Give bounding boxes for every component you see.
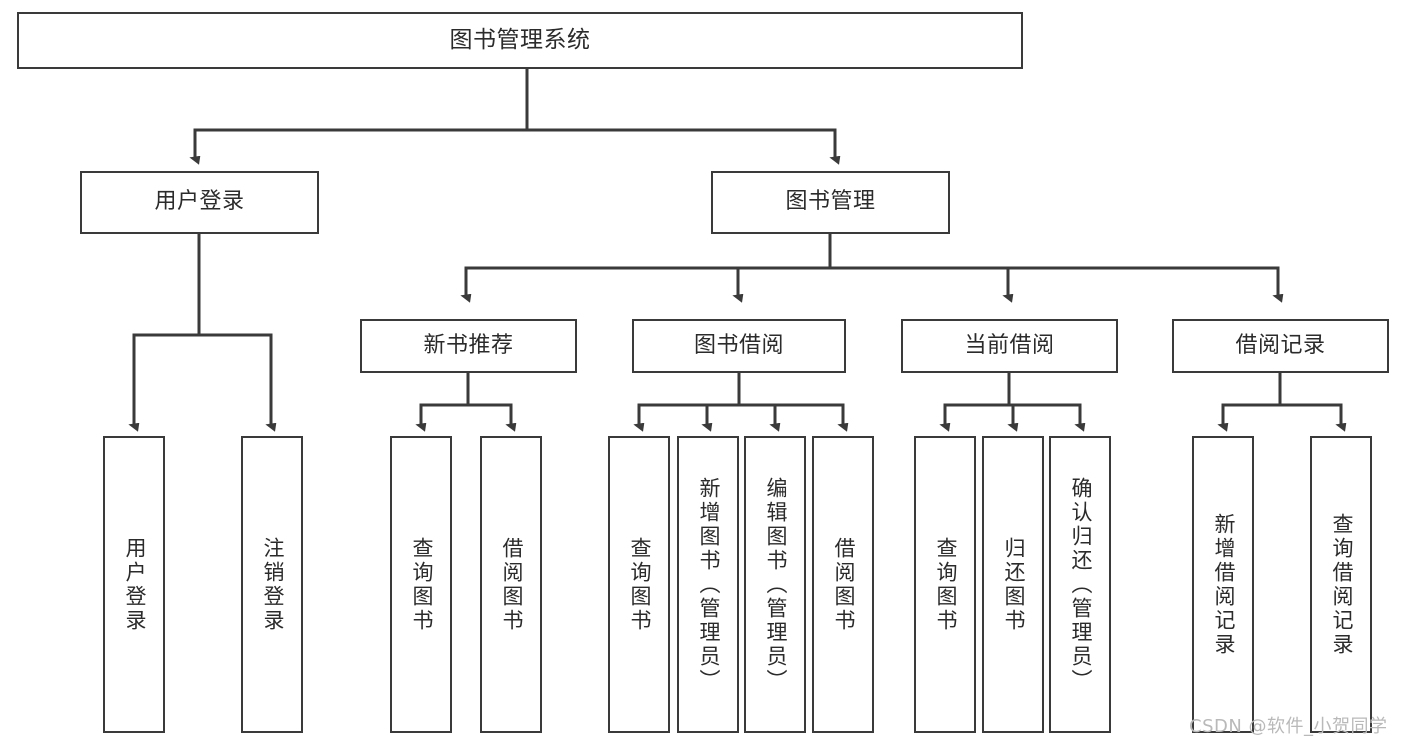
leaf-add-book-admin[interactable]: 新增图书（管理员） xyxy=(677,436,739,733)
csdn-watermark: CSDN @软件_小贺同学 xyxy=(1189,716,1388,737)
leaf-borrow-book-newbook[interactable]: 借阅图书 xyxy=(480,436,542,733)
leaf-query-book-borrow[interactable]: 查询图书 xyxy=(608,436,670,733)
leaf-query-book-current-label: 查询图书 xyxy=(933,536,958,633)
node-root-label: 图书管理系统 xyxy=(449,26,591,53)
leaf-user-login[interactable]: 用户登录 xyxy=(103,436,165,733)
leaf-query-book-newbook[interactable]: 查询图书 xyxy=(390,436,452,733)
leaf-borrow-book-newbook-label: 借阅图书 xyxy=(499,536,524,633)
node-book-management-label: 图书管理 xyxy=(785,189,876,215)
node-book-management[interactable]: 图书管理 xyxy=(711,171,950,234)
leaf-add-borrow-record-label: 新增借阅记录 xyxy=(1211,512,1236,657)
leaf-add-borrow-record[interactable]: 新增借阅记录 xyxy=(1192,436,1254,733)
leaf-return-book-label: 归还图书 xyxy=(1001,536,1026,633)
leaf-query-book-current[interactable]: 查询图书 xyxy=(914,436,976,733)
node-user-login[interactable]: 用户登录 xyxy=(80,171,319,234)
leaf-borrow-book[interactable]: 借阅图书 xyxy=(812,436,874,733)
node-current-borrow-label: 当前借阅 xyxy=(964,332,1055,358)
node-user-login-label: 用户登录 xyxy=(154,189,245,215)
node-book-borrow-label: 图书借阅 xyxy=(693,332,784,358)
leaf-query-book-newbook-label: 查询图书 xyxy=(409,536,434,633)
leaf-logout-label: 注销登录 xyxy=(260,536,285,633)
node-borrow-records-label: 借阅记录 xyxy=(1235,332,1326,358)
leaf-user-login-label: 用户登录 xyxy=(122,536,147,633)
node-book-borrow[interactable]: 图书借阅 xyxy=(632,319,846,373)
node-borrow-records[interactable]: 借阅记录 xyxy=(1172,319,1389,373)
leaf-query-borrow-record[interactable]: 查询借阅记录 xyxy=(1310,436,1372,733)
leaf-edit-book-admin-label: 编辑图书（管理员） xyxy=(763,476,788,693)
leaf-confirm-return-admin[interactable]: 确认归还（管理员） xyxy=(1049,436,1111,733)
leaf-logout[interactable]: 注销登录 xyxy=(241,436,303,733)
leaf-query-borrow-record-label: 查询借阅记录 xyxy=(1329,512,1354,657)
leaf-borrow-book-label: 借阅图书 xyxy=(831,536,856,633)
leaf-return-book[interactable]: 归还图书 xyxy=(982,436,1044,733)
node-new-book-recommend-label: 新书推荐 xyxy=(423,332,514,358)
leaf-add-book-admin-label: 新增图书（管理员） xyxy=(696,476,721,693)
leaf-confirm-return-admin-label: 确认归还（管理员） xyxy=(1068,476,1093,693)
leaf-query-book-borrow-label: 查询图书 xyxy=(627,536,652,633)
node-new-book-recommend[interactable]: 新书推荐 xyxy=(360,319,577,373)
node-root[interactable]: 图书管理系统 xyxy=(17,12,1023,69)
node-current-borrow[interactable]: 当前借阅 xyxy=(901,319,1118,373)
leaf-edit-book-admin[interactable]: 编辑图书（管理员） xyxy=(744,436,806,733)
